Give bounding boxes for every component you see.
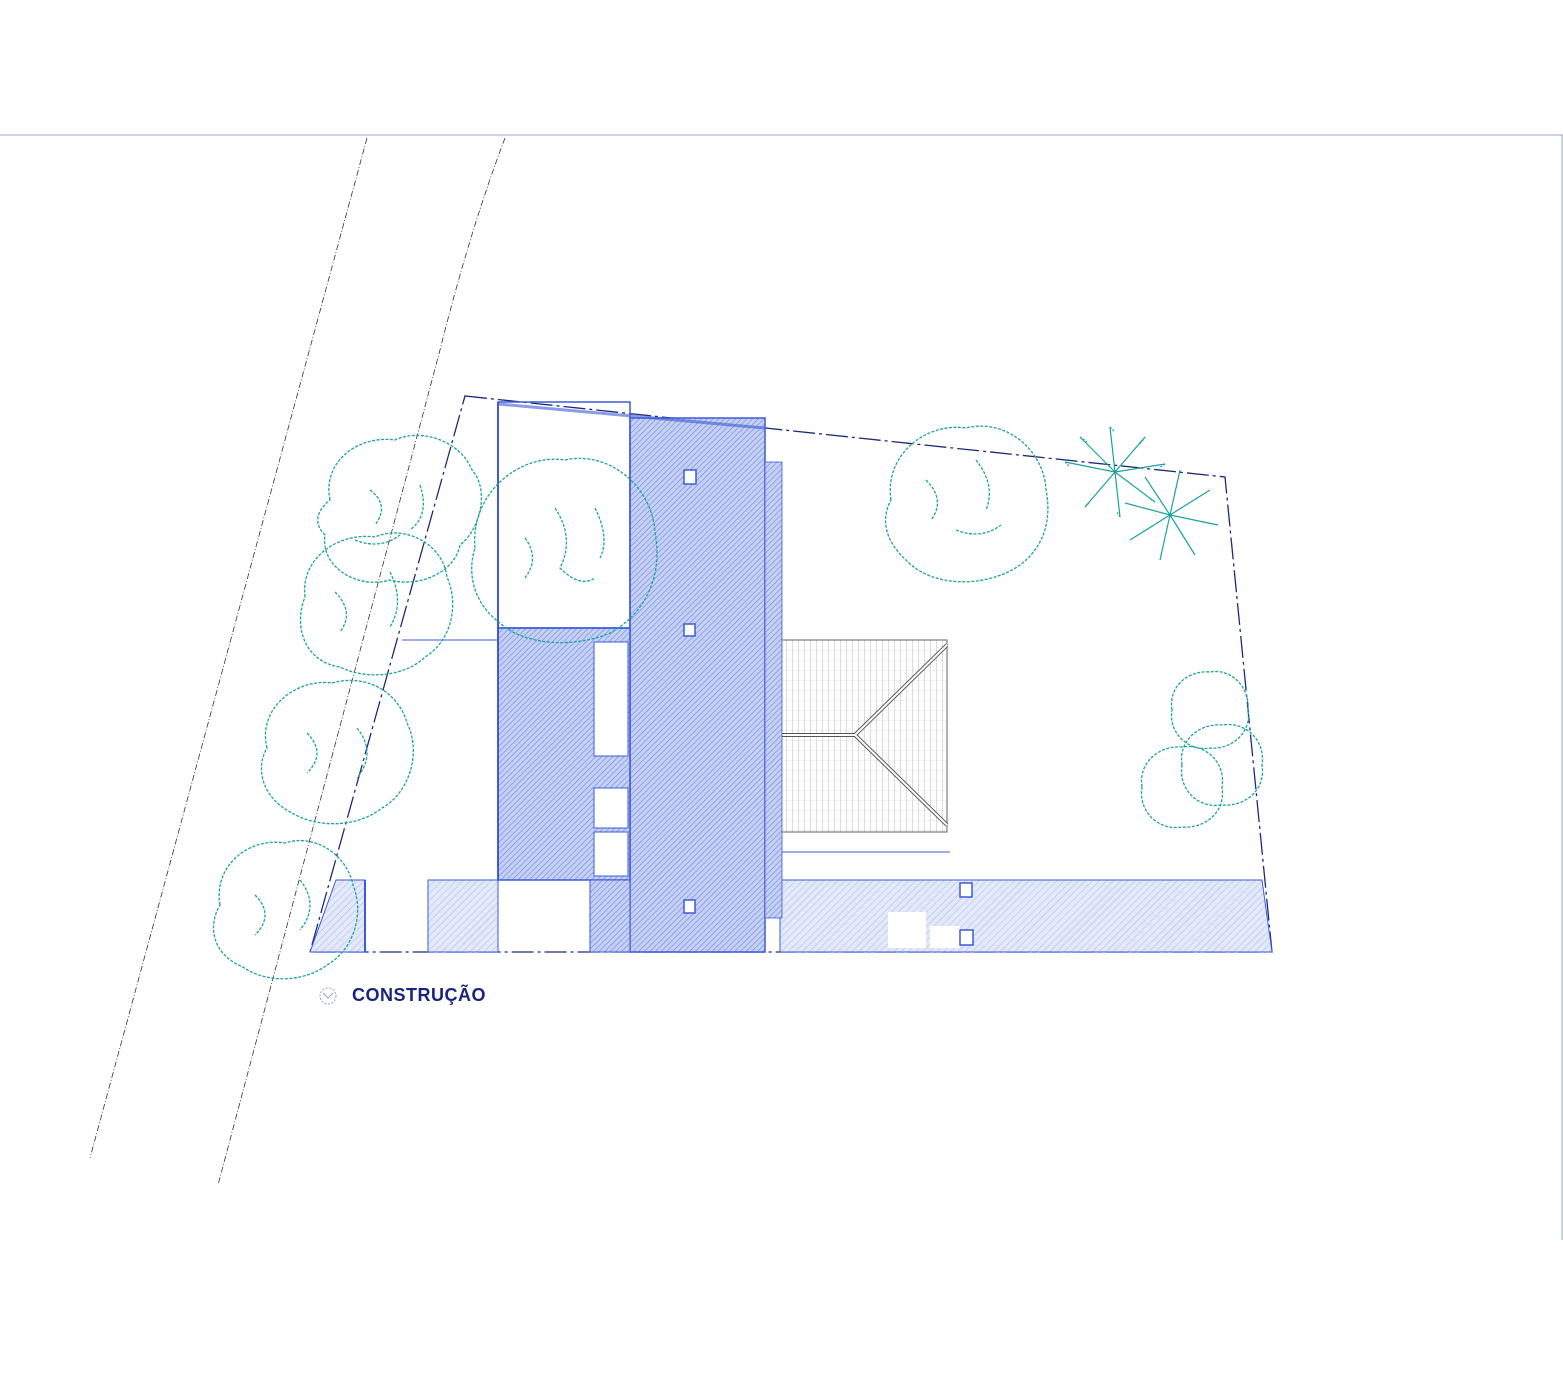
tree-canopy: [1180, 723, 1264, 807]
ground-slab: [309, 879, 1273, 953]
tree-canopy: [317, 434, 482, 583]
tree-canopy: [471, 457, 658, 644]
main-building: [402, 401, 783, 953]
palm-tree-icon: [1124, 469, 1219, 561]
legend-label: CONSTRUÇÃO: [352, 985, 486, 1005]
legend: CONSTRUÇÃO: [318, 985, 486, 1006]
tree-canopy: [212, 839, 359, 980]
tree-canopy: [299, 532, 454, 676]
street-edge-lines: [89, 137, 506, 1186]
palm-tree-icon: [1064, 426, 1166, 518]
tree-canopy: [1140, 745, 1224, 829]
tree-canopy: [884, 425, 1049, 583]
construction-marker-icon: [319, 987, 337, 1004]
sheet-frame: [0, 134, 1563, 1240]
tree-canopy: [260, 679, 414, 825]
palm-trees: [1064, 426, 1219, 561]
tree-canopy: [1170, 670, 1250, 750]
roof-structure: [764, 639, 950, 853]
trees: [212, 425, 1264, 980]
